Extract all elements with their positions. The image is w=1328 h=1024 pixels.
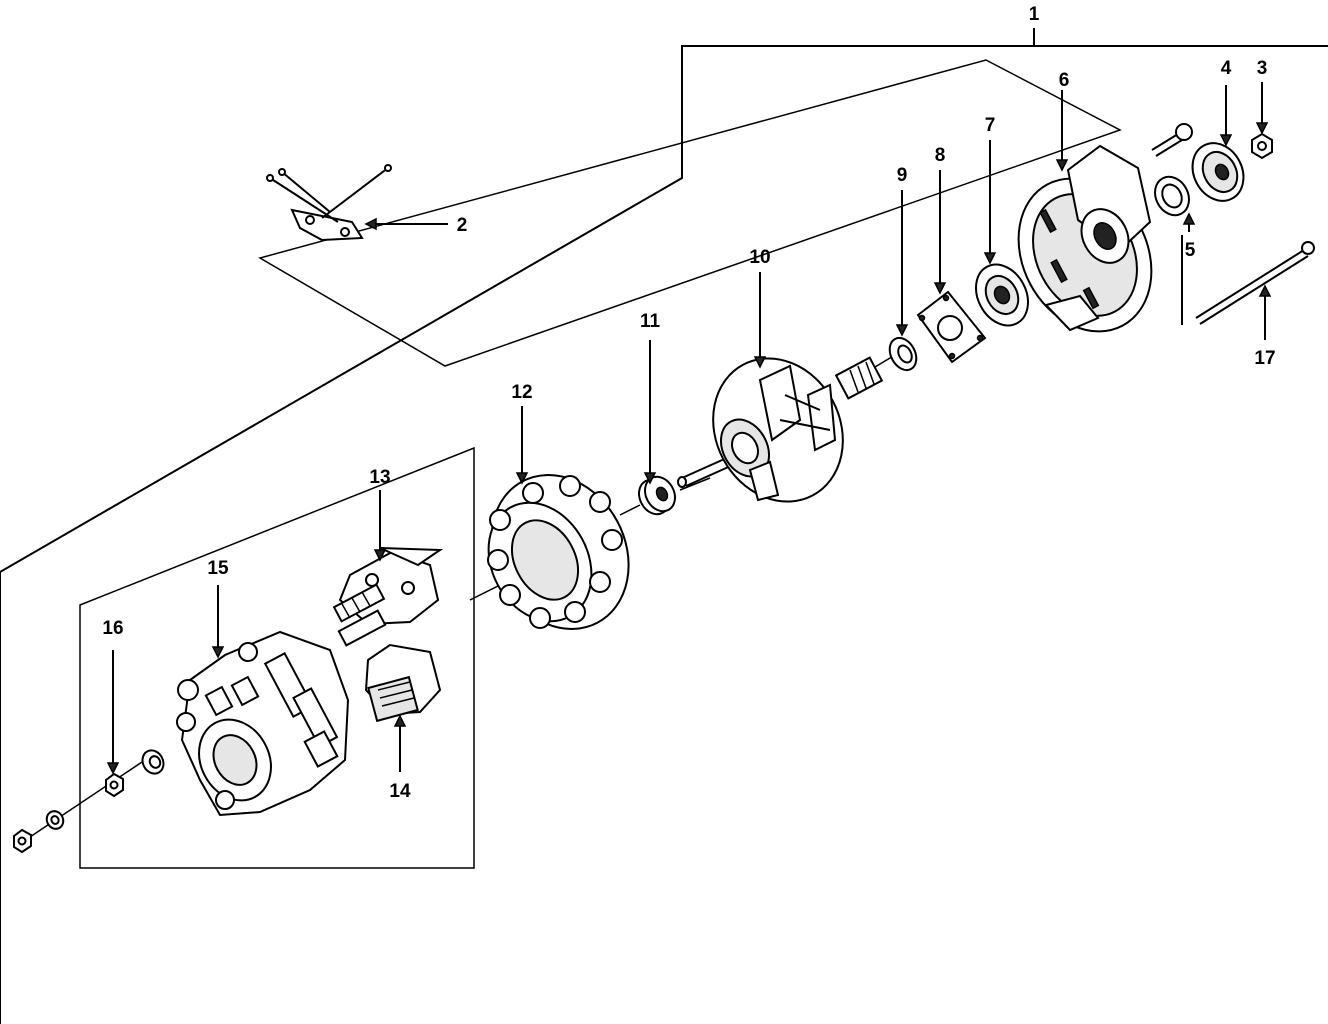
mounting-bolt bbox=[1151, 123, 1193, 157]
stator-windings bbox=[487, 475, 623, 629]
assembly-bracket-1 bbox=[0, 28, 1328, 1024]
callout-10: 10 bbox=[749, 247, 770, 268]
spacer-collar-part-5 bbox=[1154, 175, 1196, 325]
frame-bracket-group bbox=[258, 59, 1122, 367]
pulley-nut-part-3 bbox=[1251, 82, 1273, 160]
brush-holder-part-13 bbox=[332, 490, 444, 647]
callout-8: 8 bbox=[935, 145, 946, 166]
stator-part-12 bbox=[487, 406, 630, 630]
callout-16: 16 bbox=[102, 618, 123, 639]
callout-1: 1 bbox=[1029, 4, 1040, 25]
callout-5: 5 bbox=[1185, 240, 1196, 261]
callout-17: 17 bbox=[1254, 348, 1275, 369]
terminal-nut-part-16 bbox=[13, 650, 165, 854]
callout-4: 4 bbox=[1221, 58, 1232, 79]
callout-labels: 1 2 3 4 5 6 7 8 9 10 11 12 13 14 15 16 1… bbox=[102, 4, 1275, 802]
front-housing-part-6 bbox=[1017, 90, 1153, 333]
callout-11: 11 bbox=[640, 311, 661, 332]
regulator-part-14 bbox=[364, 643, 442, 772]
spacer-part-11 bbox=[638, 340, 676, 516]
callout-14: 14 bbox=[389, 781, 411, 802]
pulley-part-4 bbox=[1191, 85, 1245, 202]
callout-12: 12 bbox=[511, 382, 532, 403]
rotor-part-10 bbox=[677, 272, 884, 503]
frame-rear-group bbox=[79, 446, 475, 869]
rear-housing-part-15 bbox=[176, 585, 350, 817]
callout-7: 7 bbox=[985, 115, 996, 136]
bracket-part-2 bbox=[266, 164, 448, 242]
callout-3: 3 bbox=[1257, 58, 1268, 79]
callout-13: 13 bbox=[369, 467, 390, 488]
front-bearing-part-7 bbox=[975, 140, 1029, 327]
through-bolt-part-17 bbox=[1195, 241, 1315, 340]
washer-part-9 bbox=[888, 190, 918, 372]
retainer-plate-part-8 bbox=[916, 170, 987, 364]
callout-2: 2 bbox=[457, 215, 468, 236]
callout-9: 9 bbox=[897, 165, 908, 186]
callout-6: 6 bbox=[1059, 70, 1070, 91]
callout-15: 15 bbox=[207, 558, 229, 579]
